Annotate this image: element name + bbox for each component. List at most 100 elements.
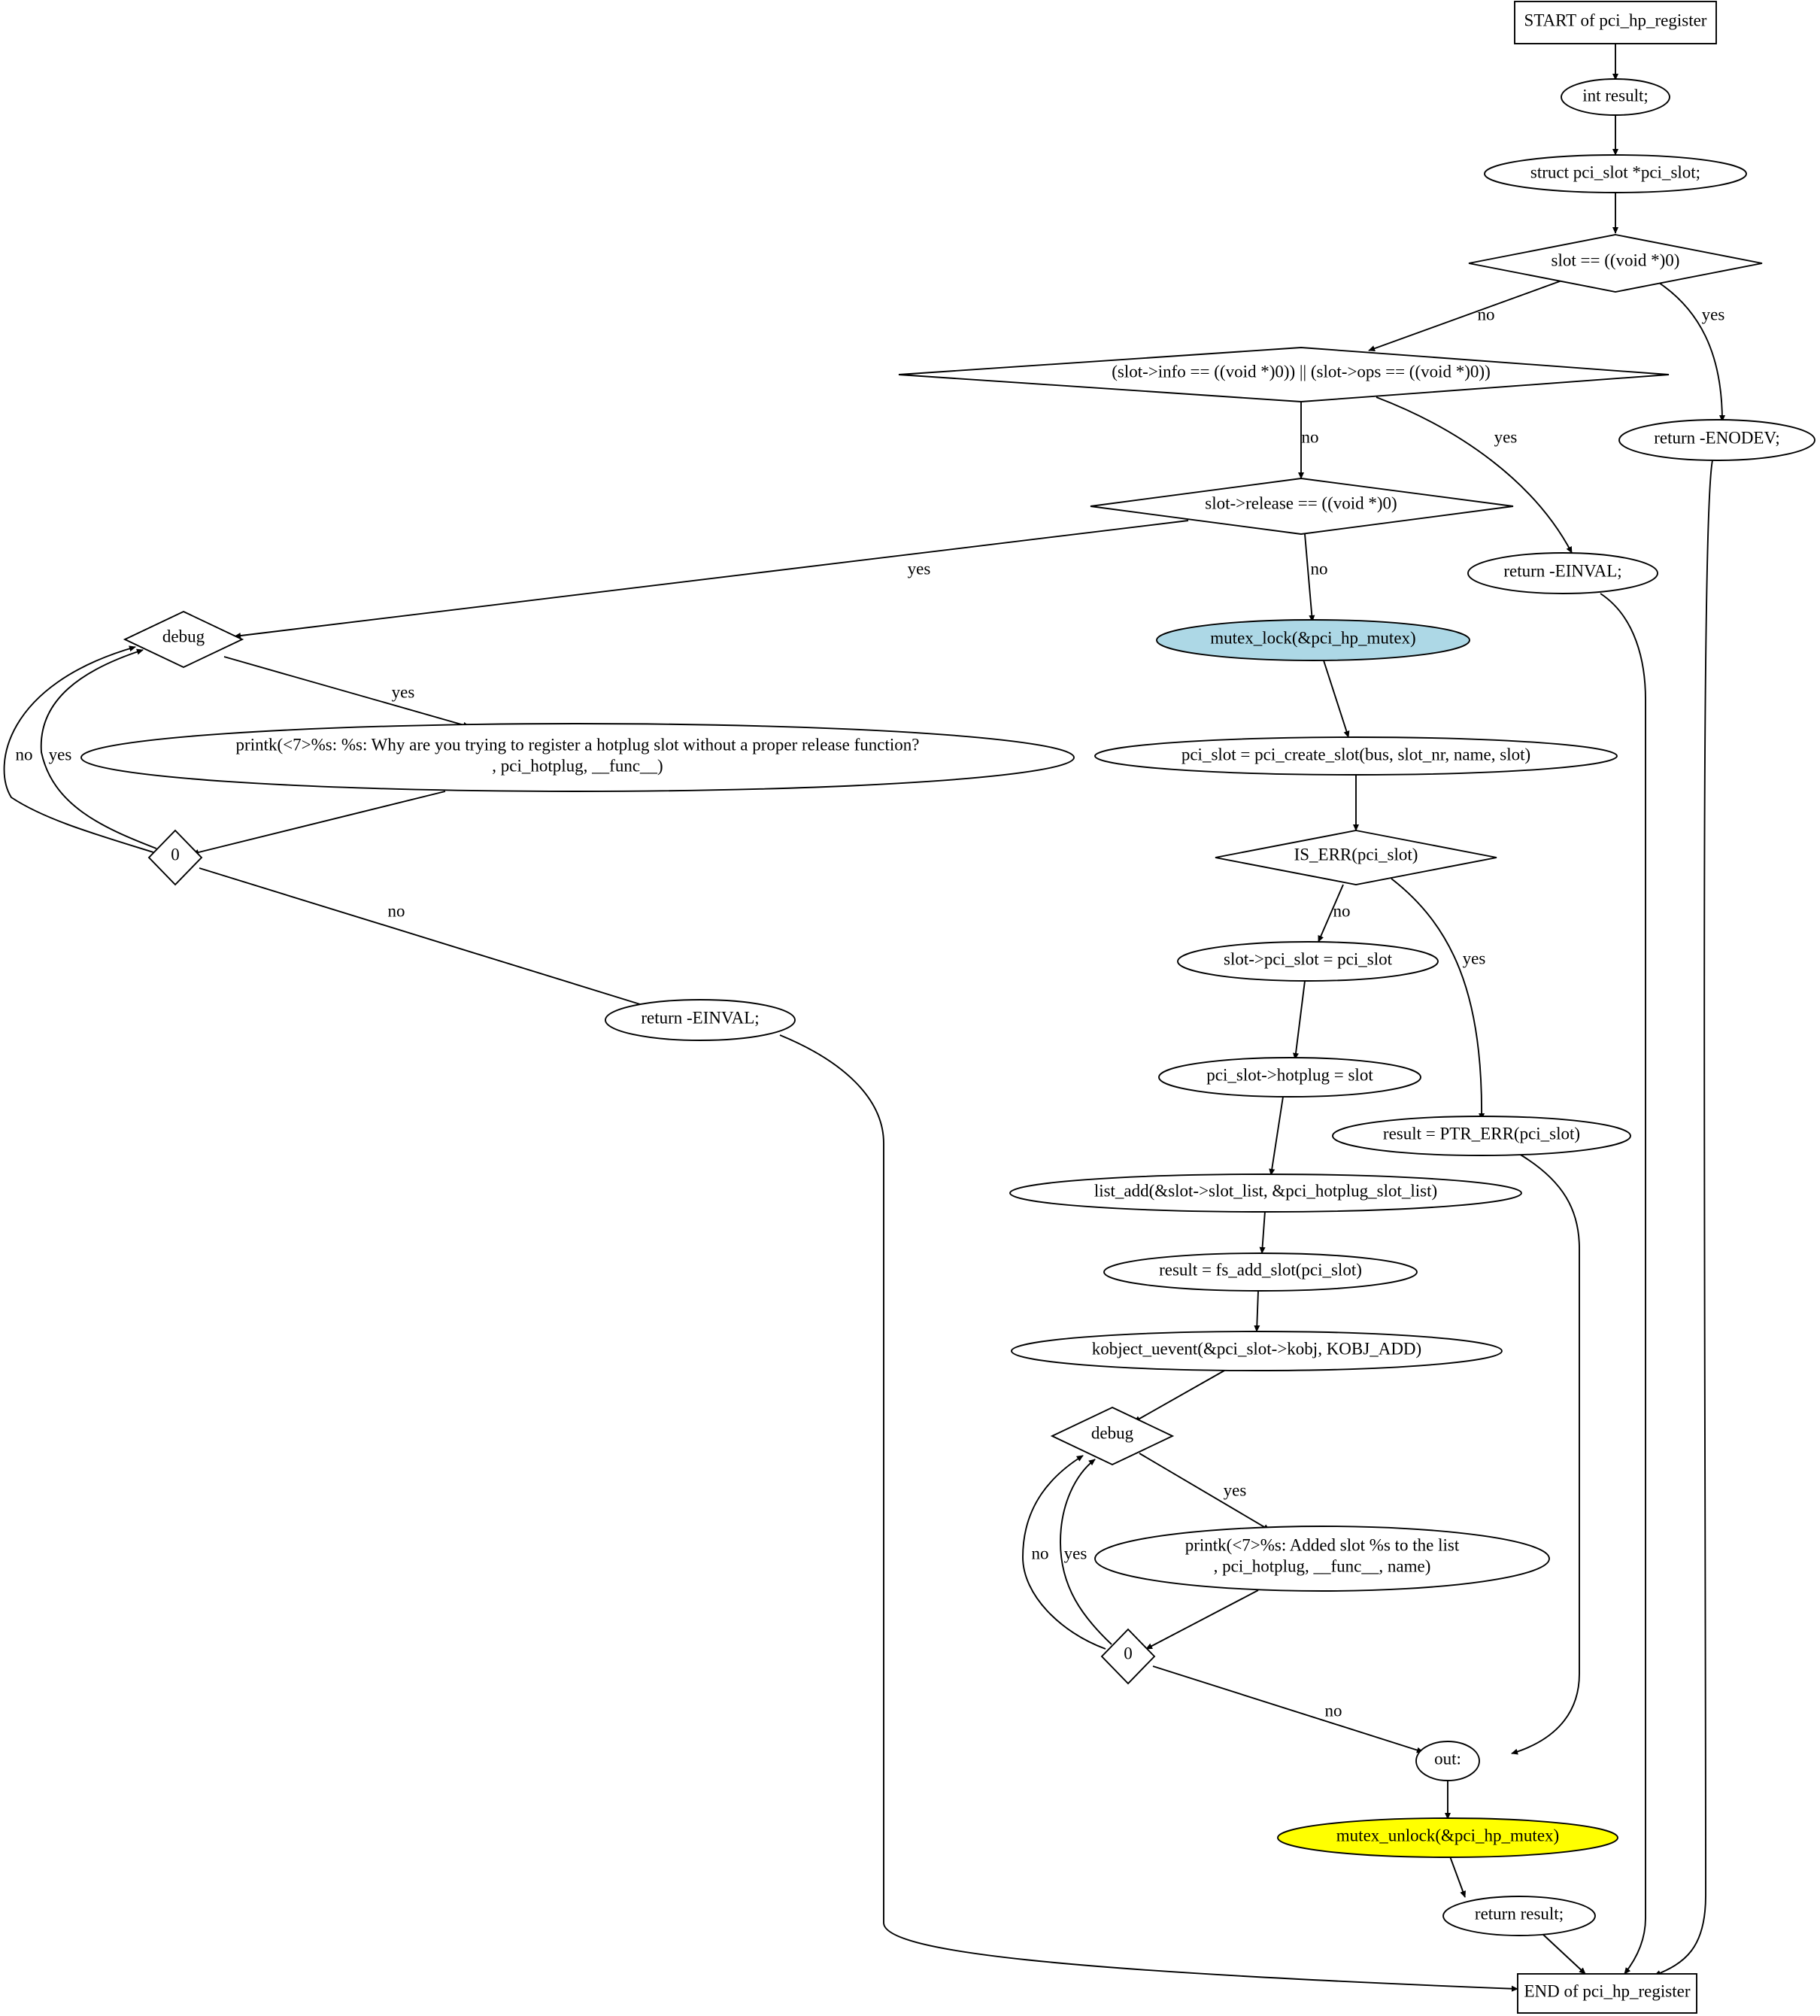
label-zero-2-no-loop: no [1032,1544,1049,1562]
assign-pci-slot-label: slot->pci_slot = pci_slot [1224,949,1393,968]
start-node: START of pci_hp_register [1514,1,1717,44]
edge-debug-1-yes [223,656,470,728]
return-einval-2-label: return -EINVAL; [641,1008,759,1027]
edge-debug-2-yes [1139,1453,1270,1531]
int-result-node: int result; [1561,78,1670,116]
label-release-no: no [1311,559,1328,578]
info-ops-label: (slot->info == ((void *)0)) || (slot->op… [1112,362,1491,381]
label-slot-null-yes: yes [1702,305,1725,323]
edge-mutex-lock-to-create [1323,660,1350,738]
label-info-ops-no: no [1302,427,1319,446]
ptr-err-label: result = PTR_ERR(pci_slot) [1383,1124,1580,1143]
set-hotplug-label: pci_slot->hotplug = slot [1206,1065,1373,1084]
nodes: START of pci_hp_register int result; str… [80,1,1815,2014]
return-result-label: return result; [1475,1904,1564,1923]
int-result-label: int result; [1582,86,1649,105]
mutex-lock-node: mutex_lock(&pci_hp_mutex) [1156,619,1470,661]
label-zero-2-no: no [1325,1701,1342,1720]
label-release-yes: yes [908,559,931,578]
printk-2-line1: printk(<7>%s: Added slot %s to the list [1185,1535,1460,1554]
debug-1-decision: debug [123,610,244,669]
create-slot-node: pci_slot = pci_create_slot(bus, slot_nr,… [1094,736,1618,776]
list-add-node: list_add(&slot->slot_list, &pci_hotplug_… [1009,1173,1522,1213]
ptr-err-node: result = PTR_ERR(pci_slot) [1332,1116,1631,1156]
kobject-uevent-node: kobject_uevent(&pci_slot->kobj, KOBJ_ADD… [1011,1331,1503,1371]
label-slot-null-no: no [1478,305,1495,323]
mutex-unlock-node: mutex_unlock(&pci_hp_mutex) [1277,1817,1618,1858]
edge-zero-1-no [199,867,651,1009]
release-null-label: slot->release == ((void *)0) [1205,493,1397,512]
out-label: out: [1434,1749,1461,1768]
set-hotplug-node: pci_slot->hotplug = slot [1158,1057,1421,1098]
struct-decl-label: struct pci_slot *pci_slot; [1530,162,1700,181]
edge-enodev-to-end [1654,460,1713,1976]
edge-release-no [1304,533,1315,622]
struct-decl-node: struct pci_slot *pci_slot; [1484,154,1747,193]
edge-zero-2-no-loop [1022,1455,1106,1650]
assign-pci-slot-node: slot->pci_slot = pci_slot [1177,941,1439,982]
return-enodev-label: return -ENODEV; [1654,428,1780,447]
is-err-label: IS_ERR(pci_slot) [1294,845,1418,864]
edge-zero-2-no [1152,1665,1424,1753]
create-slot-label: pci_slot = pci_create_slot(bus, slot_nr,… [1181,745,1530,764]
printk-1-line2: , pci_hotplug, __func__) [492,756,663,775]
release-null-decision: slot->release == ((void *)0) [1090,478,1514,535]
label-debug-1-yes: yes [392,682,415,701]
return-einval-1-node: return -EINVAL; [1467,552,1658,594]
zero-2-decision: 0 [1100,1628,1156,1685]
list-add-label: list_add(&slot->slot_list, &pci_hotplug_… [1094,1181,1437,1200]
debug-2-label: debug [1091,1423,1134,1442]
edge-zero-2-yes-loop [1060,1459,1112,1645]
label-zero-1-yes-loop: yes [49,745,72,764]
label-zero-1-no: no [388,901,405,920]
zero-1-decision: 0 [147,829,203,886]
edge-info-ops-yes [1376,396,1573,554]
printk-2-node: printk(<7>%s: Added slot %s to the list … [1094,1526,1550,1592]
edge-slot-null-no [1368,278,1569,352]
label-is-err-yes: yes [1463,949,1486,967]
printk-1-node: printk(<7>%s: %s: Why are you trying to … [80,723,1075,792]
edge-einval-2-to-end [779,1034,1518,1992]
zero-2-label: 0 [1124,1644,1133,1662]
edge-assign-to-hotplug [1292,980,1306,1060]
edge-zero-1-no-loop [3,645,154,853]
return-einval-1-label: return -EINVAL; [1503,561,1621,580]
edge-ptr-err-to-out [1511,1153,1580,1755]
edge-mutex-unlock-to-return [1449,1856,1466,1898]
edge-is-err-yes [1391,878,1485,1120]
edge-release-yes [234,520,1189,639]
edge-zero-1-yes-loop [40,648,157,849]
edge-printk-1-to-zero-1 [192,791,446,855]
end-node: END of pci_hp_register [1517,1973,1697,2014]
return-einval-2-node: return -EINVAL; [605,999,796,1041]
label-zero-1-no-loop: no [16,745,33,764]
zero-1-label: 0 [171,845,180,864]
label-is-err-no: no [1333,901,1351,920]
edge-return-to-end [1541,1933,1586,1975]
mutex-unlock-label: mutex_unlock(&pci_hp_mutex) [1336,1826,1559,1844]
debug-1-label: debug [162,627,205,645]
mutex-lock-label: mutex_lock(&pci_hp_mutex) [1210,628,1415,647]
return-enodev-node: return -ENODEV; [1618,419,1815,461]
edge-printk-2-to-zero-2 [1145,1589,1259,1650]
end-node-label: END of pci_hp_register [1524,1981,1691,2000]
slot-null-label: slot == ((void *)0) [1552,250,1680,269]
edge-einval-1-to-end [1600,593,1646,1975]
printk-2-line2: , pci_hotplug, __func__, name) [1214,1556,1431,1575]
start-node-label: START of pci_hp_register [1524,11,1707,29]
printk-1-line1: printk(<7>%s: %s: Why are you trying to … [236,735,920,754]
edge-hotplug-to-list-add [1269,1096,1284,1176]
slot-null-decision: slot == ((void *)0) [1468,234,1763,293]
edge-fs-add-to-kobject [1254,1290,1260,1332]
debug-2-decision: debug [1050,1406,1175,1466]
label-debug-2-yes: yes [1224,1480,1247,1499]
label-info-ops-yes: yes [1494,427,1518,446]
edge-labels: no yes no yes yes no yes no yes no no ye… [16,305,1725,1720]
out-node: out: [1415,1741,1480,1781]
edge-list-add-to-fs-add [1259,1210,1266,1254]
label-zero-2-yes-loop: yes [1064,1544,1087,1562]
is-err-decision: IS_ERR(pci_slot) [1215,830,1497,885]
edge-kobject-to-debug-2 [1133,1370,1225,1422]
edge-slot-null-yes [1654,279,1726,422]
